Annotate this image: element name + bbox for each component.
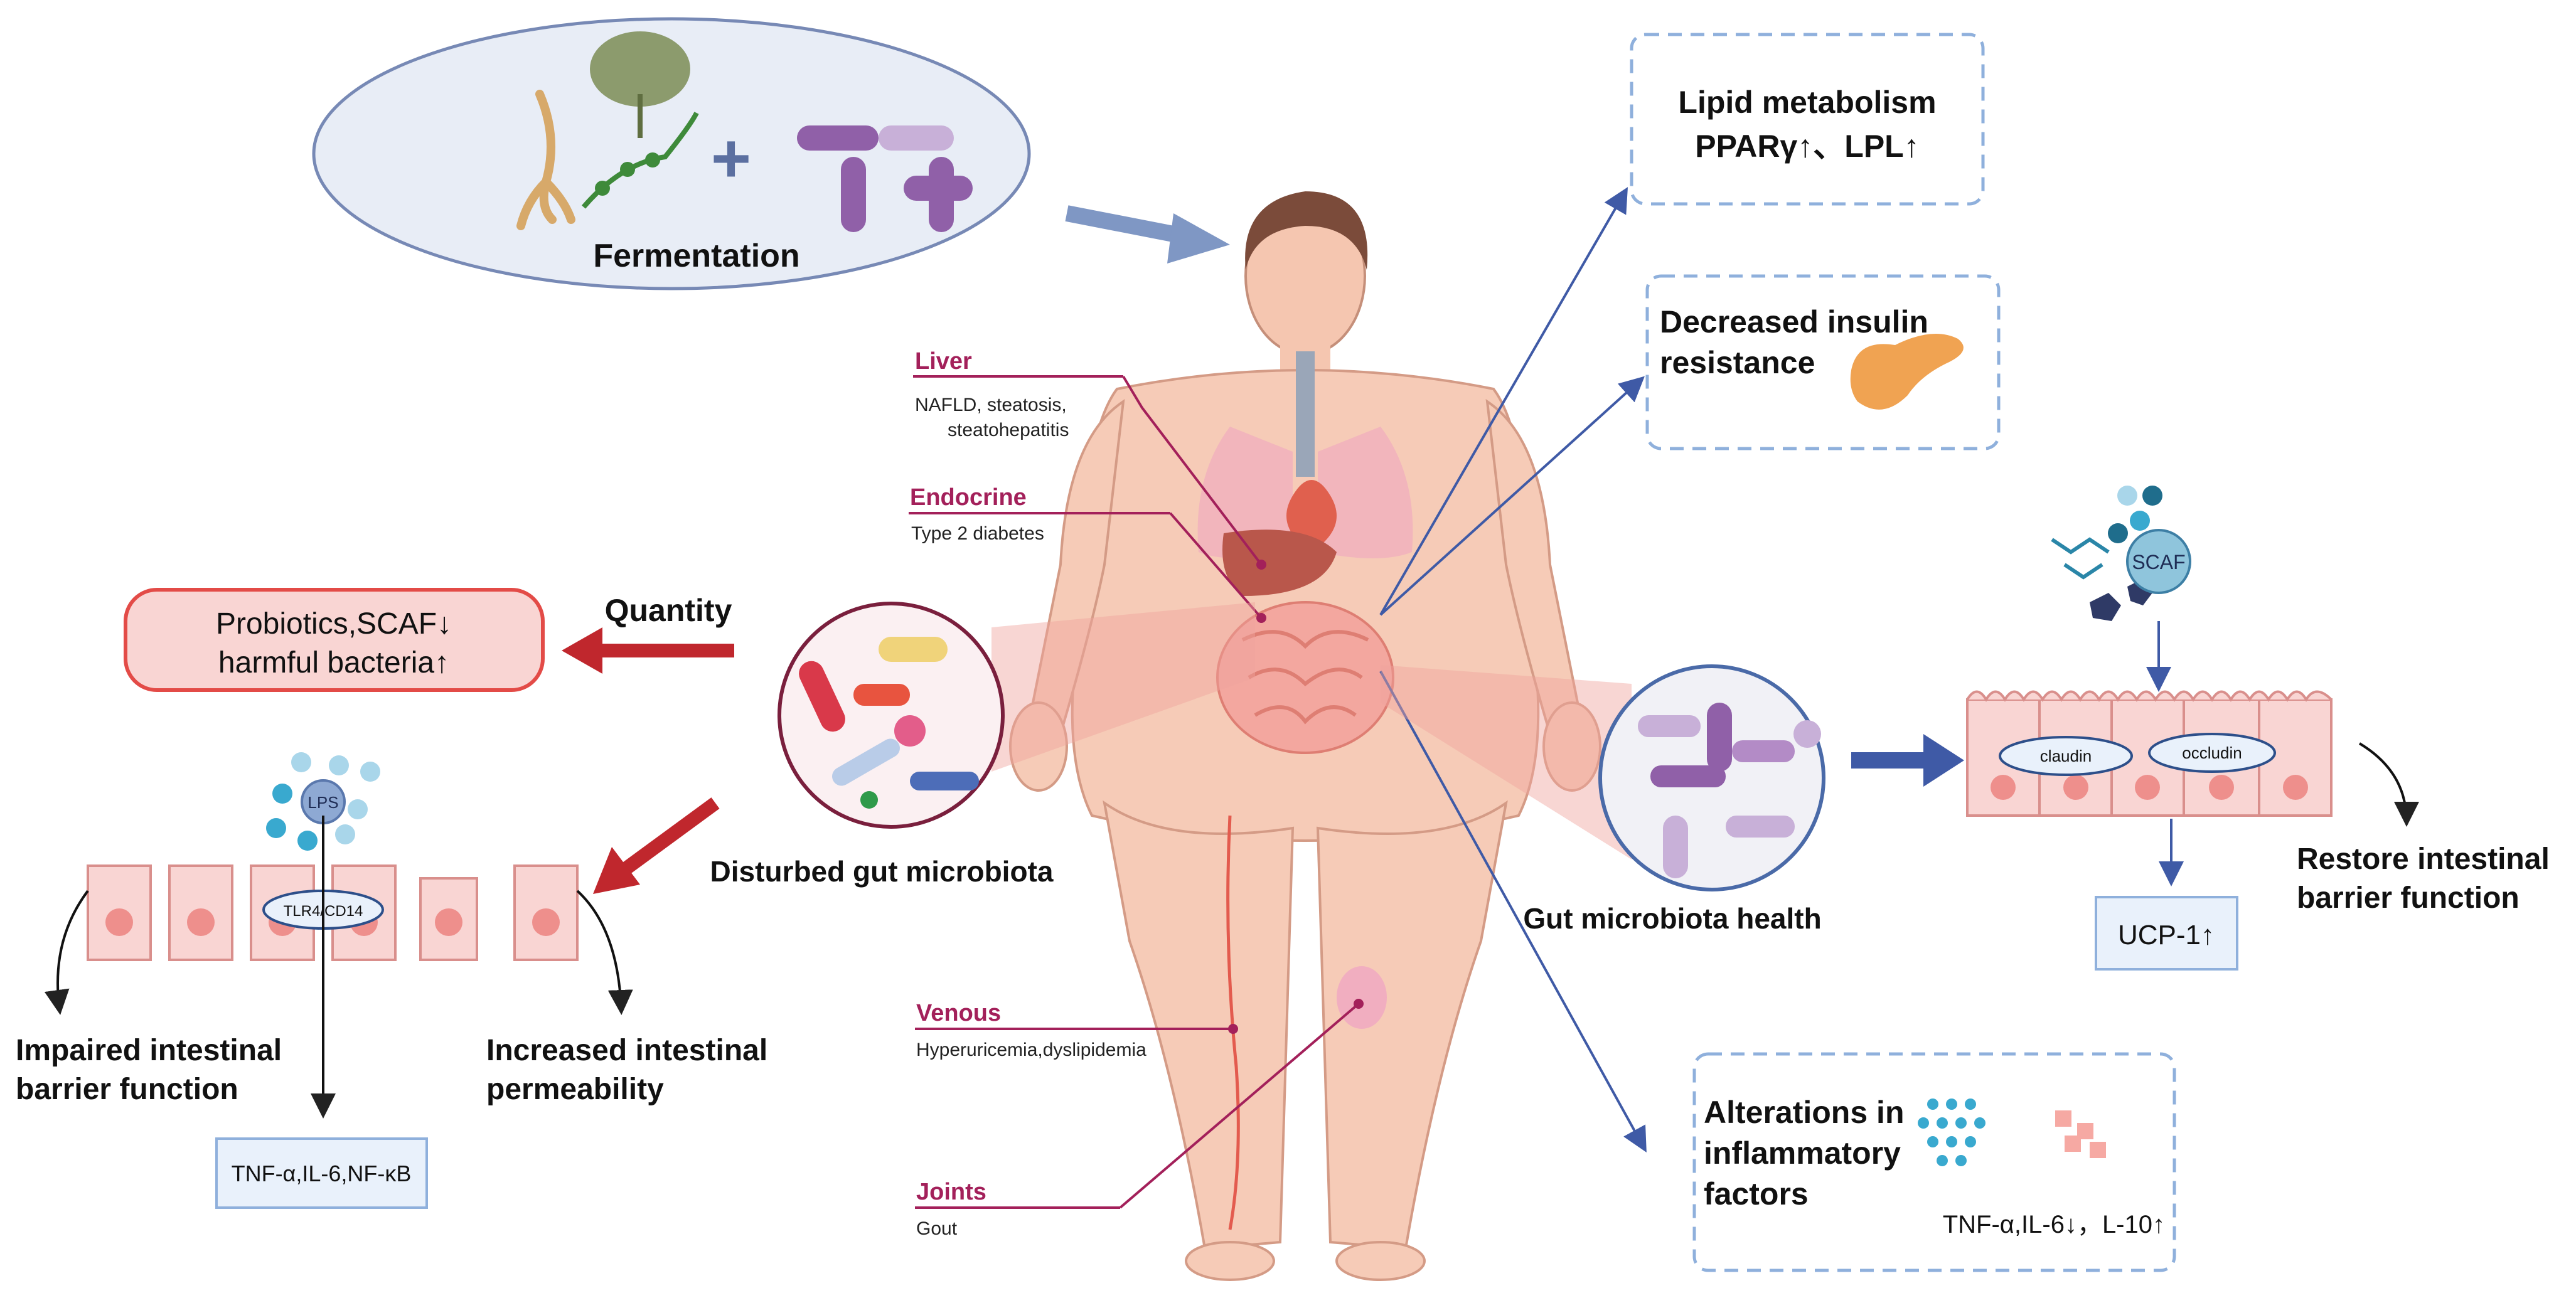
svg-text:TNF-α,IL-6↓，L-10↑: TNF-α,IL-6↓，L-10↑ xyxy=(1943,1211,2165,1238)
svg-text:Venous: Venous xyxy=(916,1000,1001,1026)
svg-text:factors: factors xyxy=(1704,1176,1809,1211)
impaired-barrier-label-2: barrier function xyxy=(16,1073,238,1106)
svg-text:Liver: Liver xyxy=(915,348,972,375)
probiotics-box: Probiotics,SCAF↓ harmful bacteria↑ xyxy=(124,588,545,692)
svg-text:NAFLD, steatosis,: NAFLD, steatosis, xyxy=(915,395,1067,415)
claudin-label: claudin xyxy=(2040,747,2092,765)
occludin-label: occludin xyxy=(2182,743,2242,762)
cytokine-dots-icon xyxy=(1918,1099,1985,1166)
scaf-label: SCAF xyxy=(2132,551,2185,573)
ucp1-box: UCP-1↑ xyxy=(2095,896,2238,971)
ginseng-icon xyxy=(516,90,575,230)
cytokines-box: TNF-α,IL-6,NF-κB xyxy=(215,1137,428,1209)
fermentation-label: Fermentation xyxy=(593,238,799,274)
svg-text:steatohepatitis: steatohepatitis xyxy=(948,420,1069,440)
gut-health-label: Gut microbiota health xyxy=(1523,902,1821,935)
svg-text:UCP-1↑: UCP-1↑ xyxy=(2118,920,2215,950)
svg-text:Hyperuricemia,dyslipidemia: Hyperuricemia,dyslipidemia xyxy=(916,1040,1146,1060)
svg-text:Probiotics,SCAF↓: Probiotics,SCAF↓ xyxy=(216,607,452,641)
lps-label: LPS xyxy=(307,793,338,812)
impaired-barrier-label-1: Impaired intestinal xyxy=(16,1034,282,1067)
svg-text:Alterations in: Alterations in xyxy=(1704,1095,1904,1130)
healthy-gut-microbiota-circle xyxy=(1598,664,1825,891)
svg-text:PPARγ↑、LPL↑: PPARγ↑、LPL↑ xyxy=(1695,129,1919,164)
svg-text:Endocrine: Endocrine xyxy=(910,484,1027,511)
increased-permeability-label-1: Increased intestinal xyxy=(486,1034,767,1067)
barrier-damage-arrow xyxy=(617,797,720,878)
healthy-epithelium: claudin occludin xyxy=(1966,690,2333,817)
probiotic-bacteria-icon xyxy=(797,125,973,232)
organ-label-endocrine: Endocrine Type 2 diabetes xyxy=(909,484,1266,623)
svg-text:Joints: Joints xyxy=(916,1179,986,1205)
disturbed-gut-label: Disturbed gut microbiota xyxy=(710,855,1054,888)
restore-barrier-label-2: barrier function xyxy=(2297,881,2520,915)
quantity-label: Quantity xyxy=(605,593,732,628)
organ-label-joints: Joints Gout xyxy=(915,999,1364,1239)
svg-text:Lipid metabolism: Lipid metabolism xyxy=(1678,85,1936,120)
restore-barrier-label-1: Restore intestinal xyxy=(2297,843,2550,876)
herb-icon xyxy=(590,31,690,107)
scaf-molecules-icon: SCAF xyxy=(2051,486,2191,621)
increased-permeability-label-2: permeability xyxy=(486,1073,664,1106)
organ-label-liver: Liver NAFLD, steatosis, steatohepatitis xyxy=(913,348,1266,570)
svg-text:Type 2 diabetes: Type 2 diabetes xyxy=(911,523,1044,544)
svg-text:harmful bacteria↑: harmful bacteria↑ xyxy=(218,646,449,679)
disturbed-gut-microbiota-circle xyxy=(778,602,1005,829)
plus-sign: + xyxy=(711,120,751,197)
fermentation-arrow xyxy=(1065,205,1182,243)
lipid-metabolism-box: Lipid metabolism PPARγ↑、LPL↑ xyxy=(1630,33,1985,206)
human-body-figure xyxy=(1009,191,1601,1281)
svg-text:resistance: resistance xyxy=(1660,345,1815,380)
cytokine-squares-icon xyxy=(2055,1110,2106,1158)
inflammatory-factors-box: Alterations in inflammatory factors TNF-… xyxy=(1692,1052,2176,1272)
fermentation-panel: + Fermentation xyxy=(312,17,1031,290)
svg-text:inflammatory: inflammatory xyxy=(1704,1136,1901,1171)
svg-text:TNF-α,IL-6,NF-κB: TNF-α,IL-6,NF-κB xyxy=(232,1161,412,1186)
svg-text:Gout: Gout xyxy=(916,1218,958,1239)
insulin-resistance-box: Decreased insulin resistance xyxy=(1645,274,2001,450)
pancreas-icon xyxy=(1850,334,1964,410)
svg-text:Decreased insulin: Decreased insulin xyxy=(1660,304,1928,339)
organ-label-venous: Venous Hyperuricemia,dyslipidemia xyxy=(915,1000,1238,1060)
